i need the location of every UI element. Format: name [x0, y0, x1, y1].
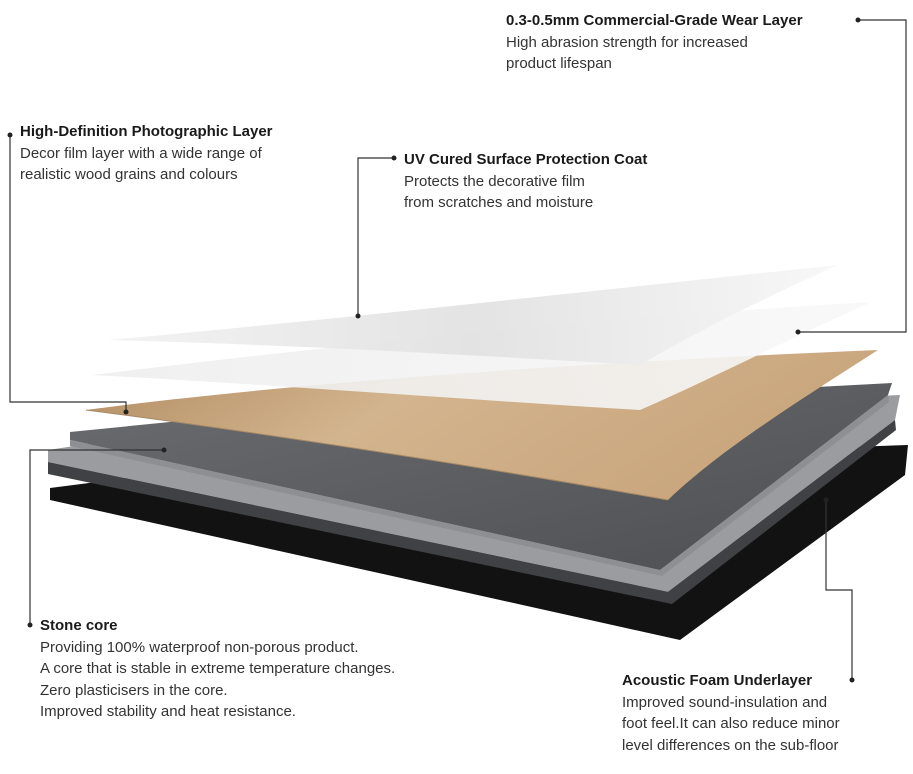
foam-underlayer-line-1: Improved sound-insulation and: [622, 693, 828, 711]
dot-photo-target: [123, 409, 129, 415]
stone-core-line-3: Zero plasticisers in the core.: [40, 681, 228, 699]
dot-stone-target: [161, 447, 167, 453]
leader-wear-layer: [798, 19, 907, 333]
dot-wear-target: [795, 329, 801, 335]
callout-stone-core: Stone core Providing 100% waterproof non…: [40, 615, 395, 723]
uv-coat-line-2: from scratches and moisture: [404, 194, 594, 211]
leader-lines: [9, 19, 907, 680]
wear-layer-line-2: product lifespan: [506, 55, 612, 72]
leader-uv-coat: [357, 157, 394, 316]
callout-photographic-layer: High-Definition Photographic Layer Decor…: [20, 121, 273, 186]
dot-stone-title: [27, 622, 33, 628]
leader-photographic-layer: [9, 135, 127, 412]
dot-wear-title: [855, 17, 861, 23]
dot-foam-target: [823, 497, 829, 503]
foam-underlayer-line-3: level differences on the sub-floor: [622, 736, 839, 754]
wear-layer-sheet: [108, 265, 838, 365]
dot-uv-target: [355, 313, 361, 319]
leader-dots: [7, 17, 861, 683]
uv-coat-title: UV Cured Surface Protection Coat: [404, 151, 648, 168]
stone-core-title: Stone core: [40, 617, 118, 634]
photographic-layer-line-2: realistic wood grains and colours: [20, 166, 238, 183]
uv-coat-line-1: Protects the decorative film: [404, 172, 585, 190]
callout-foam-underlayer: Acoustic Foam Underlayer Improved sound-…: [622, 670, 840, 756]
stone-core-line-2: A core that is stable in extreme tempera…: [40, 660, 396, 677]
photographic-layer-title: High-Definition Photographic Layer: [20, 123, 273, 140]
dot-foam-title: [849, 677, 855, 683]
leader-stone-core: [29, 449, 164, 625]
callout-wear-layer: 0.3-0.5mm Commercial-Grade Wear Layer Hi…: [506, 10, 803, 75]
photographic-layer-line-1: Decor film layer with a wide range of: [20, 144, 262, 162]
foam-underlayer-line-2: foot feel.It can also reduce minor: [622, 715, 840, 732]
leader-foam-underlayer: [825, 500, 853, 680]
dot-uv-title: [391, 155, 397, 161]
wear-layer-title: 0.3-0.5mm Commercial-Grade Wear Layer: [506, 12, 803, 29]
wear-layer-line-1: High abrasion strength for increased: [506, 33, 748, 51]
foam-underlayer-title: Acoustic Foam Underlayer: [622, 672, 813, 689]
stone-core-line-4: Improved stability and heat resistance.: [40, 703, 296, 720]
dot-photo-title: [7, 132, 13, 138]
stone-core-line-1: Providing 100% waterproof non-porous pro…: [40, 638, 359, 656]
callout-uv-coat: UV Cured Surface Protection Coat Protect…: [404, 149, 647, 214]
